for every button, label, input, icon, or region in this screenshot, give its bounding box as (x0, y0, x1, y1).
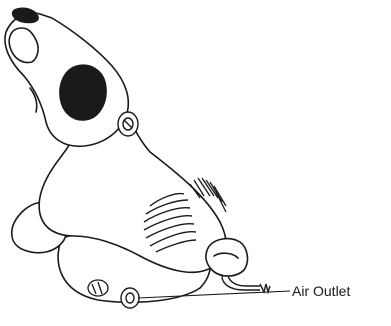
air-outlet-port (121, 288, 139, 308)
eye-patch (60, 65, 107, 120)
control-knob (118, 112, 138, 136)
power-cord (222, 276, 270, 292)
rear-cap (206, 239, 248, 276)
air-outlet-label: Air Outlet (292, 283, 350, 299)
